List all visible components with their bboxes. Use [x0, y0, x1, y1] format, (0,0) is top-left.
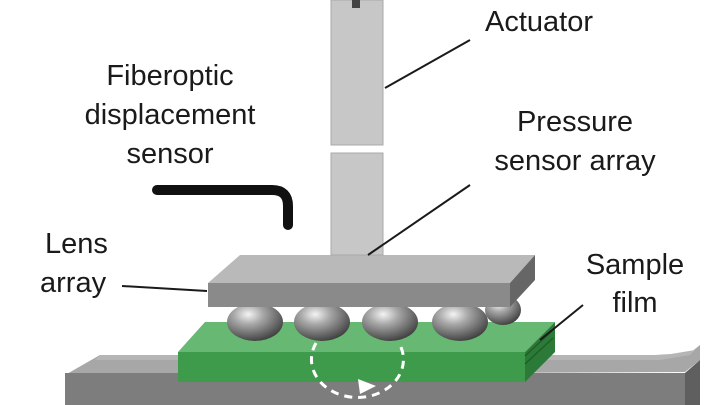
- pressure-leader: [367, 184, 471, 256]
- actuator-column: [330, 0, 384, 256]
- actuator-label: Actuator: [485, 6, 593, 38]
- sample-label-line-2: film: [612, 287, 658, 319]
- pressure-sensor-plate: [208, 255, 535, 307]
- sample-film: [178, 322, 555, 382]
- lens-leader: [121, 285, 208, 292]
- fiberoptic-label-line-2: displacement: [84, 99, 256, 131]
- fiberoptic-sensor-probe: [152, 185, 293, 230]
- actuator-leader: [384, 39, 471, 89]
- sample-label-line-1: Sample: [585, 249, 685, 281]
- pressure-label-line-2: sensor array: [494, 145, 656, 177]
- pressure-label-line-1: Pressure: [516, 106, 634, 138]
- leader-lines: [121, 39, 584, 341]
- lens-label-line-2: array: [40, 267, 107, 299]
- dashed-arrow: [309, 342, 405, 399]
- sample-leader: [539, 304, 584, 341]
- fiberoptic-label-line-1: Fiberoptic: [106, 60, 234, 92]
- fiberoptic-label-line-3: sensor: [126, 138, 214, 170]
- lens-label-line-1: Lens: [45, 228, 108, 260]
